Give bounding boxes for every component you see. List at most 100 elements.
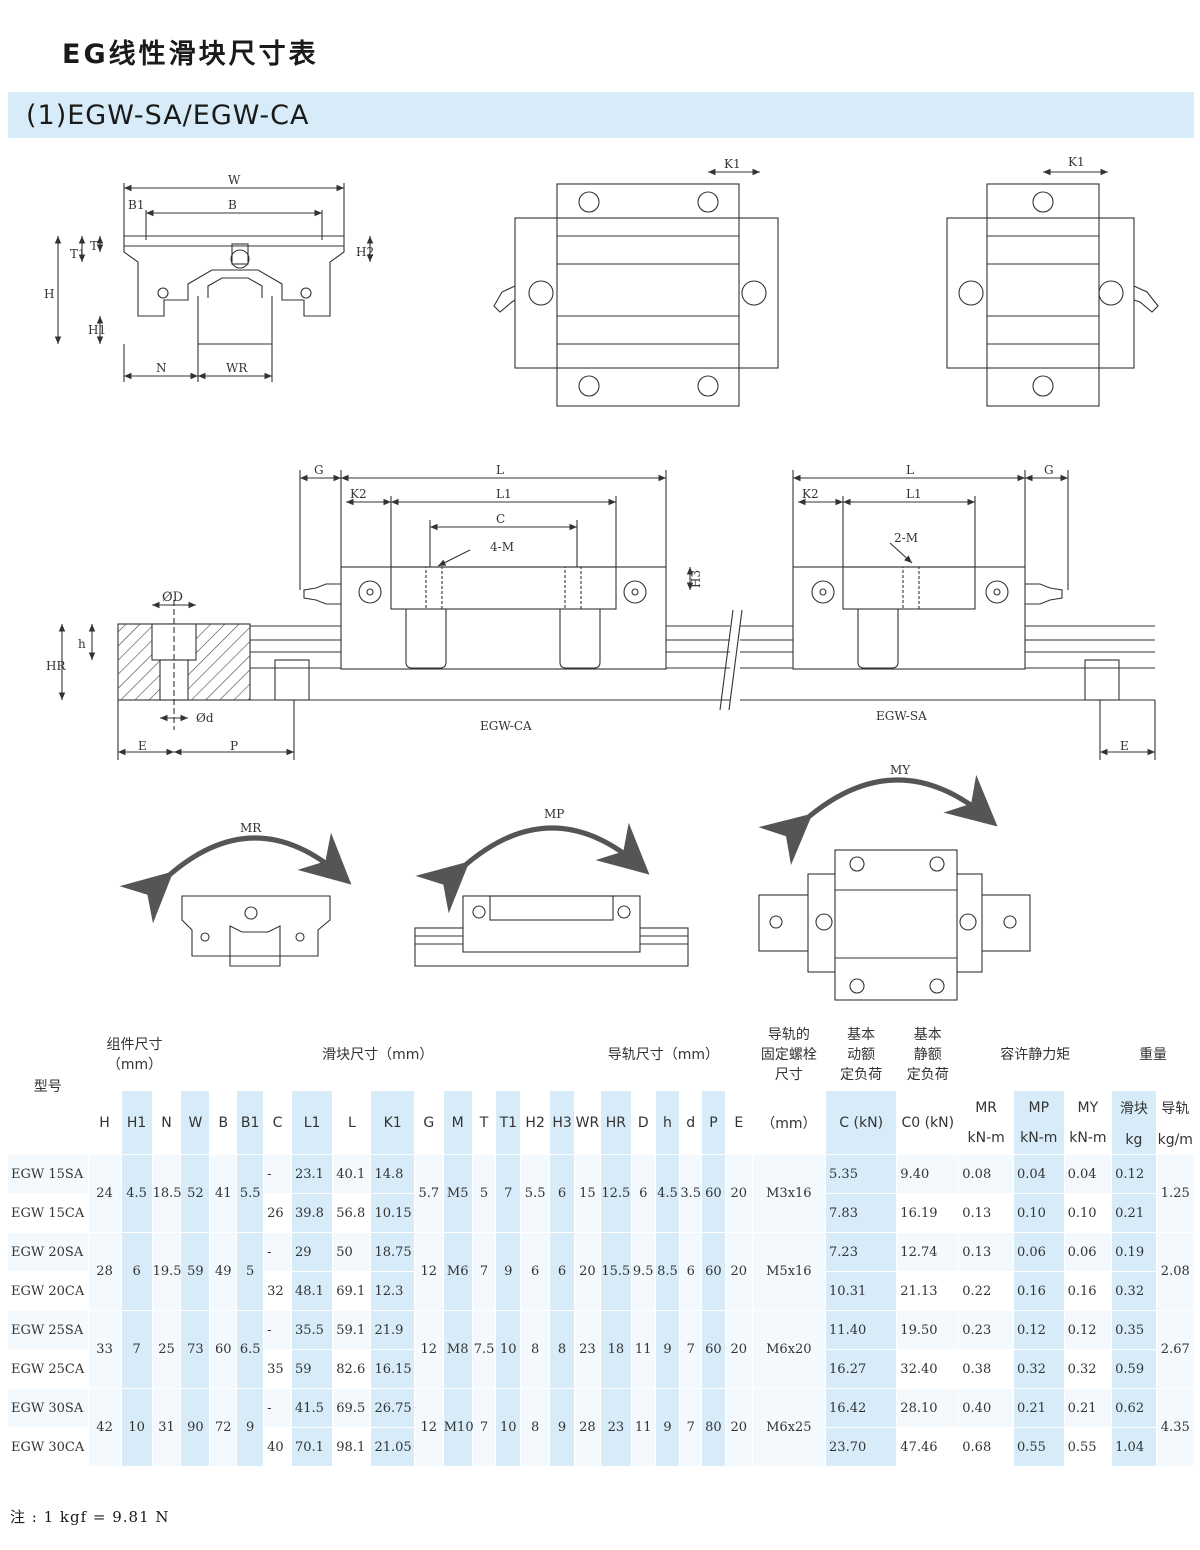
- header-dynamic-unit: C (kN): [825, 1090, 898, 1155]
- cell-model: EGW 15CA: [7, 1193, 89, 1233]
- cell-MP: 0.04: [1013, 1154, 1065, 1194]
- cell-H1: 10: [120, 1388, 153, 1467]
- cell-C0_kN: 21.13: [896, 1271, 960, 1311]
- cell-D: 11: [630, 1388, 656, 1467]
- cell-model: EGW 30CA: [7, 1427, 89, 1467]
- header-col-p: P: [701, 1090, 726, 1155]
- cell-block_kg: 0.59: [1111, 1349, 1157, 1389]
- header-model: 型号: [7, 1016, 89, 1155]
- cell-K1: 21.9: [370, 1310, 415, 1350]
- header-col-h2: H2: [520, 1090, 551, 1155]
- cell-block_kg: 1.04: [1111, 1427, 1157, 1467]
- cell-C_kN: 11.40: [825, 1310, 898, 1350]
- cell-d: 7: [679, 1310, 703, 1389]
- cell-C: -: [263, 1154, 292, 1194]
- cell-C0_kN: 12.74: [896, 1232, 960, 1272]
- header-col-k1: K1: [370, 1090, 415, 1155]
- cell-C_kN: 23.70: [825, 1427, 898, 1467]
- moment-label-mr: MR: [240, 821, 262, 835]
- cell-K1: 12.3: [370, 1271, 415, 1311]
- cell-H3: 6: [549, 1232, 576, 1311]
- cell-H2: 8: [520, 1388, 551, 1467]
- cell-W: 73: [180, 1310, 211, 1389]
- cell-G: 12: [413, 1388, 444, 1467]
- dim-label: H2: [356, 245, 374, 259]
- dim-label: H3: [689, 570, 703, 588]
- header-bolt-unit: （mm）: [751, 1090, 827, 1155]
- cell-MP: 0.06: [1013, 1232, 1065, 1272]
- cell-B1: 6.5: [236, 1310, 265, 1389]
- cell-block_kg: 0.21: [1111, 1193, 1157, 1233]
- cell-MY: 0.55: [1063, 1427, 1113, 1467]
- header-col-t: T: [471, 1090, 497, 1155]
- section-title: (1)EGW-SA/EGW-CA: [26, 100, 310, 131]
- dim-label: 2-M: [894, 531, 918, 545]
- cell-W: 52: [180, 1154, 211, 1233]
- dim-label: T1: [70, 247, 86, 261]
- cell-K1: 26.75: [370, 1388, 415, 1428]
- top-view-ca: [493, 168, 779, 407]
- section-band: (1)EGW-SA/EGW-CA: [8, 92, 1194, 138]
- cell-MY: 0.32: [1063, 1349, 1113, 1389]
- dim-label: 4-M: [490, 540, 514, 554]
- cell-T: 7.5: [471, 1310, 497, 1389]
- cell-B: 60: [209, 1310, 238, 1389]
- cell-M: M8: [442, 1310, 473, 1389]
- top-view-sa: [946, 168, 1159, 407]
- header-col-e: E: [724, 1090, 753, 1155]
- header-col-c: C: [263, 1090, 292, 1155]
- header-col-d: D: [630, 1090, 656, 1155]
- cell-bolt: M3x16: [751, 1154, 827, 1233]
- cell-B1: 5: [236, 1232, 265, 1311]
- cell-block_kg: 0.32: [1111, 1271, 1157, 1311]
- header-rail: 导轨尺寸（mm）: [574, 1016, 753, 1091]
- view-label-egw-ca: EGW-CA: [480, 719, 532, 733]
- dim-label: L: [906, 463, 914, 477]
- cell-L1: 41.5: [290, 1388, 334, 1428]
- cell-L1: 59: [290, 1349, 334, 1389]
- footnote: 注 : 1 kgf = 9.81 N: [10, 1508, 170, 1526]
- header-col-wr: WR: [574, 1090, 601, 1155]
- cell-P: 80: [701, 1388, 726, 1467]
- dim-label: E: [138, 739, 147, 753]
- dim-label: N: [156, 361, 167, 375]
- header-col-t1: T1: [495, 1090, 522, 1155]
- cell-G: 12: [413, 1232, 444, 1311]
- cell-H3: 9: [549, 1388, 576, 1467]
- cell-T1: 10: [495, 1310, 522, 1389]
- cell-HR: 15.5: [599, 1232, 632, 1311]
- cell-rail_kgm: 2.67: [1155, 1310, 1196, 1389]
- cell-h: 9: [654, 1388, 681, 1467]
- cell-H1: 7: [120, 1310, 153, 1389]
- page-title: EG线性滑块尺寸表: [62, 39, 319, 70]
- header-col-w: W: [180, 1090, 211, 1155]
- cell-L: 98.1: [332, 1427, 372, 1467]
- cell-E: 20: [724, 1154, 753, 1233]
- cell-B1: 5.5: [236, 1154, 265, 1233]
- cell-D: 9.5: [630, 1232, 656, 1311]
- cell-K1: 18.75: [370, 1232, 415, 1272]
- cell-block_kg: 0.62: [1111, 1388, 1157, 1428]
- cell-model: EGW 20CA: [7, 1271, 89, 1311]
- cell-E: 20: [724, 1232, 753, 1311]
- dim-label: L1: [906, 487, 922, 501]
- cell-MR: 0.40: [958, 1388, 1014, 1428]
- cell-P: 60: [701, 1154, 726, 1233]
- dim-label: H: [44, 287, 54, 301]
- cell-N: 18.5: [151, 1154, 182, 1233]
- cell-K1: 21.05: [370, 1427, 415, 1467]
- cell-h: 8.5: [654, 1232, 681, 1311]
- dim-label: B: [228, 198, 237, 212]
- cell-L: 59.1: [332, 1310, 372, 1350]
- header-col-h1: H1: [120, 1090, 153, 1155]
- dim-label: ØD: [162, 590, 183, 605]
- cell-L1: 70.1: [290, 1427, 334, 1467]
